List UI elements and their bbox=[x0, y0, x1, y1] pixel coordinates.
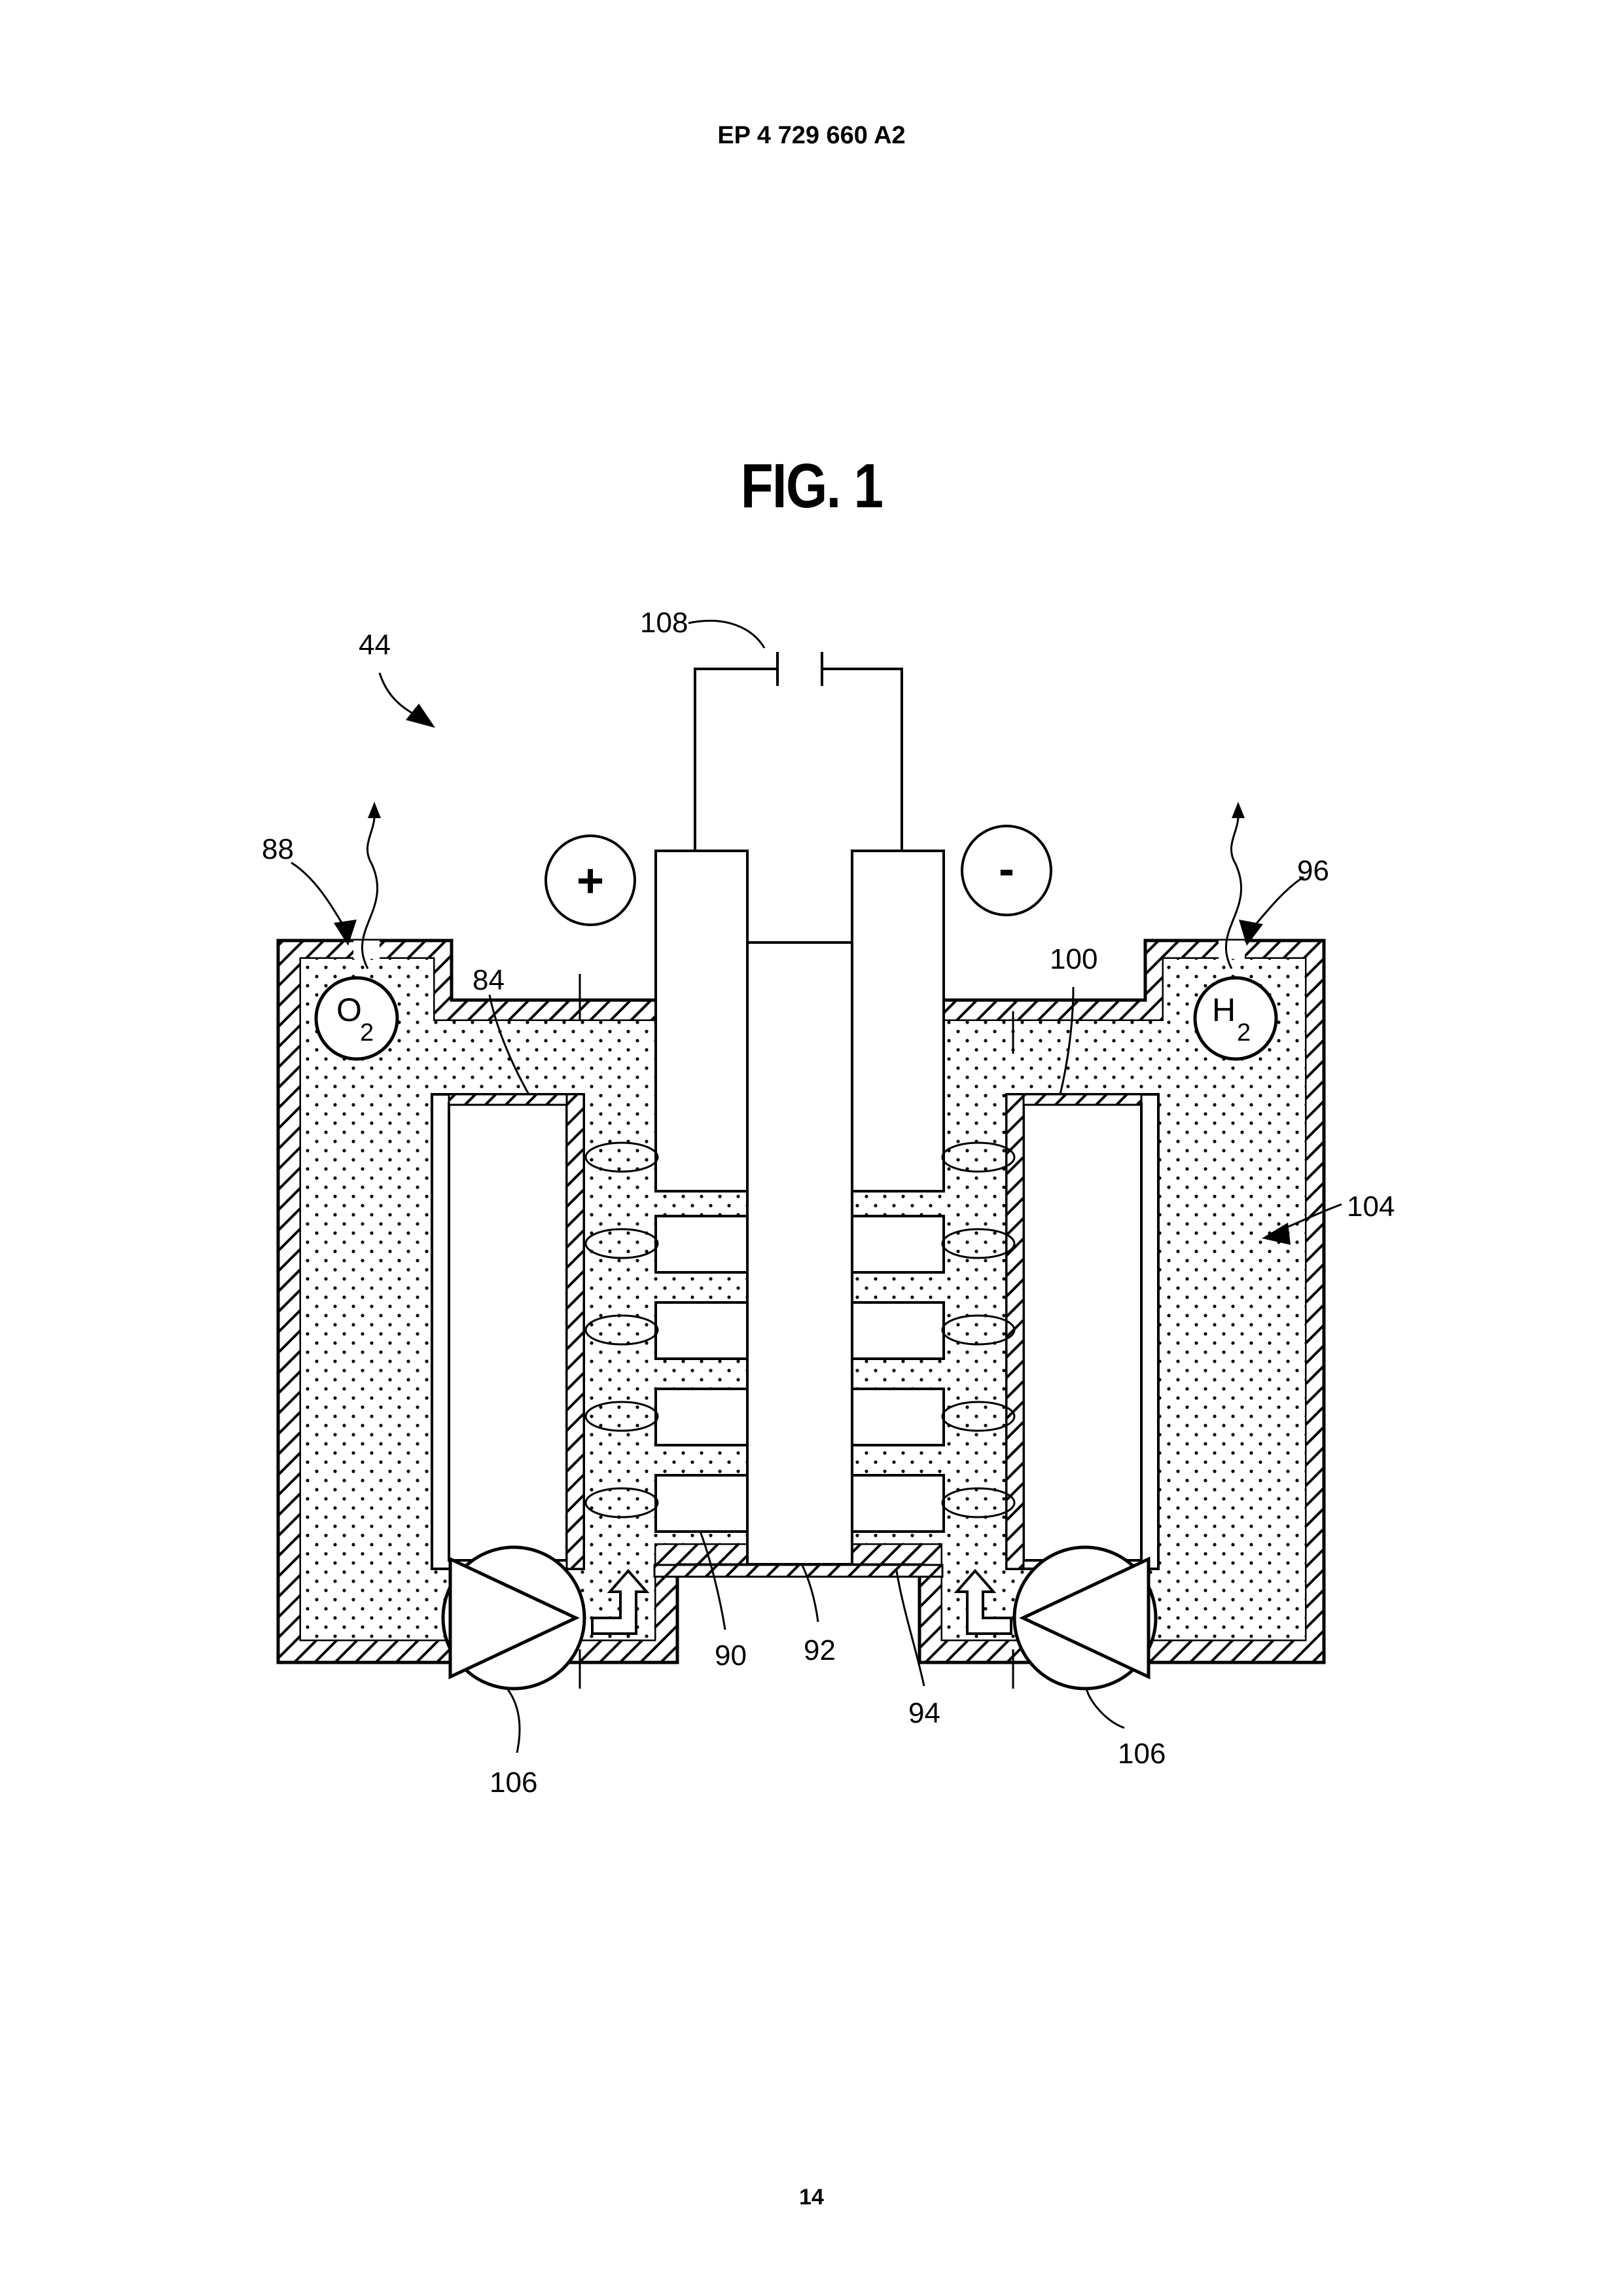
oxygen-outlet-gap bbox=[353, 941, 380, 959]
svg-text:2: 2 bbox=[360, 1019, 374, 1047]
ref-90: 90 bbox=[715, 1640, 747, 1672]
svg-text:+: + bbox=[577, 855, 604, 907]
hydrogen-outlet-gap bbox=[1219, 941, 1245, 959]
anode-plate-3 bbox=[656, 1389, 747, 1445]
membrane-left bbox=[432, 1094, 584, 1569]
ref-94: 94 bbox=[908, 1697, 940, 1729]
ref-44: 44 bbox=[359, 629, 391, 661]
ref-88: 88 bbox=[262, 833, 294, 865]
ref-106-left: 106 bbox=[490, 1767, 537, 1799]
cathode-plate-3 bbox=[852, 1389, 944, 1445]
svg-text:H: H bbox=[1212, 992, 1236, 1028]
hydrogen-chamber: H 2 bbox=[1195, 978, 1276, 1059]
arrowheads bbox=[368, 802, 1245, 818]
anode-plate-2 bbox=[656, 1302, 747, 1359]
ref-84: 84 bbox=[473, 964, 505, 996]
svg-text:O: O bbox=[336, 992, 362, 1028]
negative-terminal: - bbox=[962, 826, 1051, 915]
ref-106-right: 106 bbox=[1118, 1738, 1166, 1770]
svg-text:-: - bbox=[999, 843, 1014, 895]
ref-96: 96 bbox=[1297, 855, 1329, 887]
power-source-circuit bbox=[695, 652, 902, 851]
positive-terminal: + bbox=[546, 836, 635, 925]
cathode-plate-1 bbox=[852, 1216, 944, 1272]
membrane-right bbox=[1007, 1094, 1158, 1569]
ref-104: 104 bbox=[1347, 1191, 1395, 1223]
ref-108: 108 bbox=[640, 607, 688, 639]
oxygen-chamber: O 2 bbox=[316, 978, 397, 1059]
pump-right bbox=[1014, 1547, 1156, 1689]
bottom-floor-hatch bbox=[654, 1565, 942, 1577]
positive-electrode-column bbox=[656, 851, 747, 1191]
ref-92: 92 bbox=[804, 1634, 836, 1666]
anode-plate-1 bbox=[656, 1216, 747, 1272]
negative-electrode-column bbox=[852, 851, 944, 1191]
ref-100: 100 bbox=[1050, 943, 1097, 975]
cathode-plate-4 bbox=[852, 1475, 944, 1532]
pump-left bbox=[443, 1547, 584, 1689]
separator-column bbox=[747, 942, 852, 1564]
cathode-plate-2 bbox=[852, 1302, 944, 1359]
svg-text:2: 2 bbox=[1237, 1019, 1251, 1047]
anode-plate-4 bbox=[656, 1475, 747, 1532]
